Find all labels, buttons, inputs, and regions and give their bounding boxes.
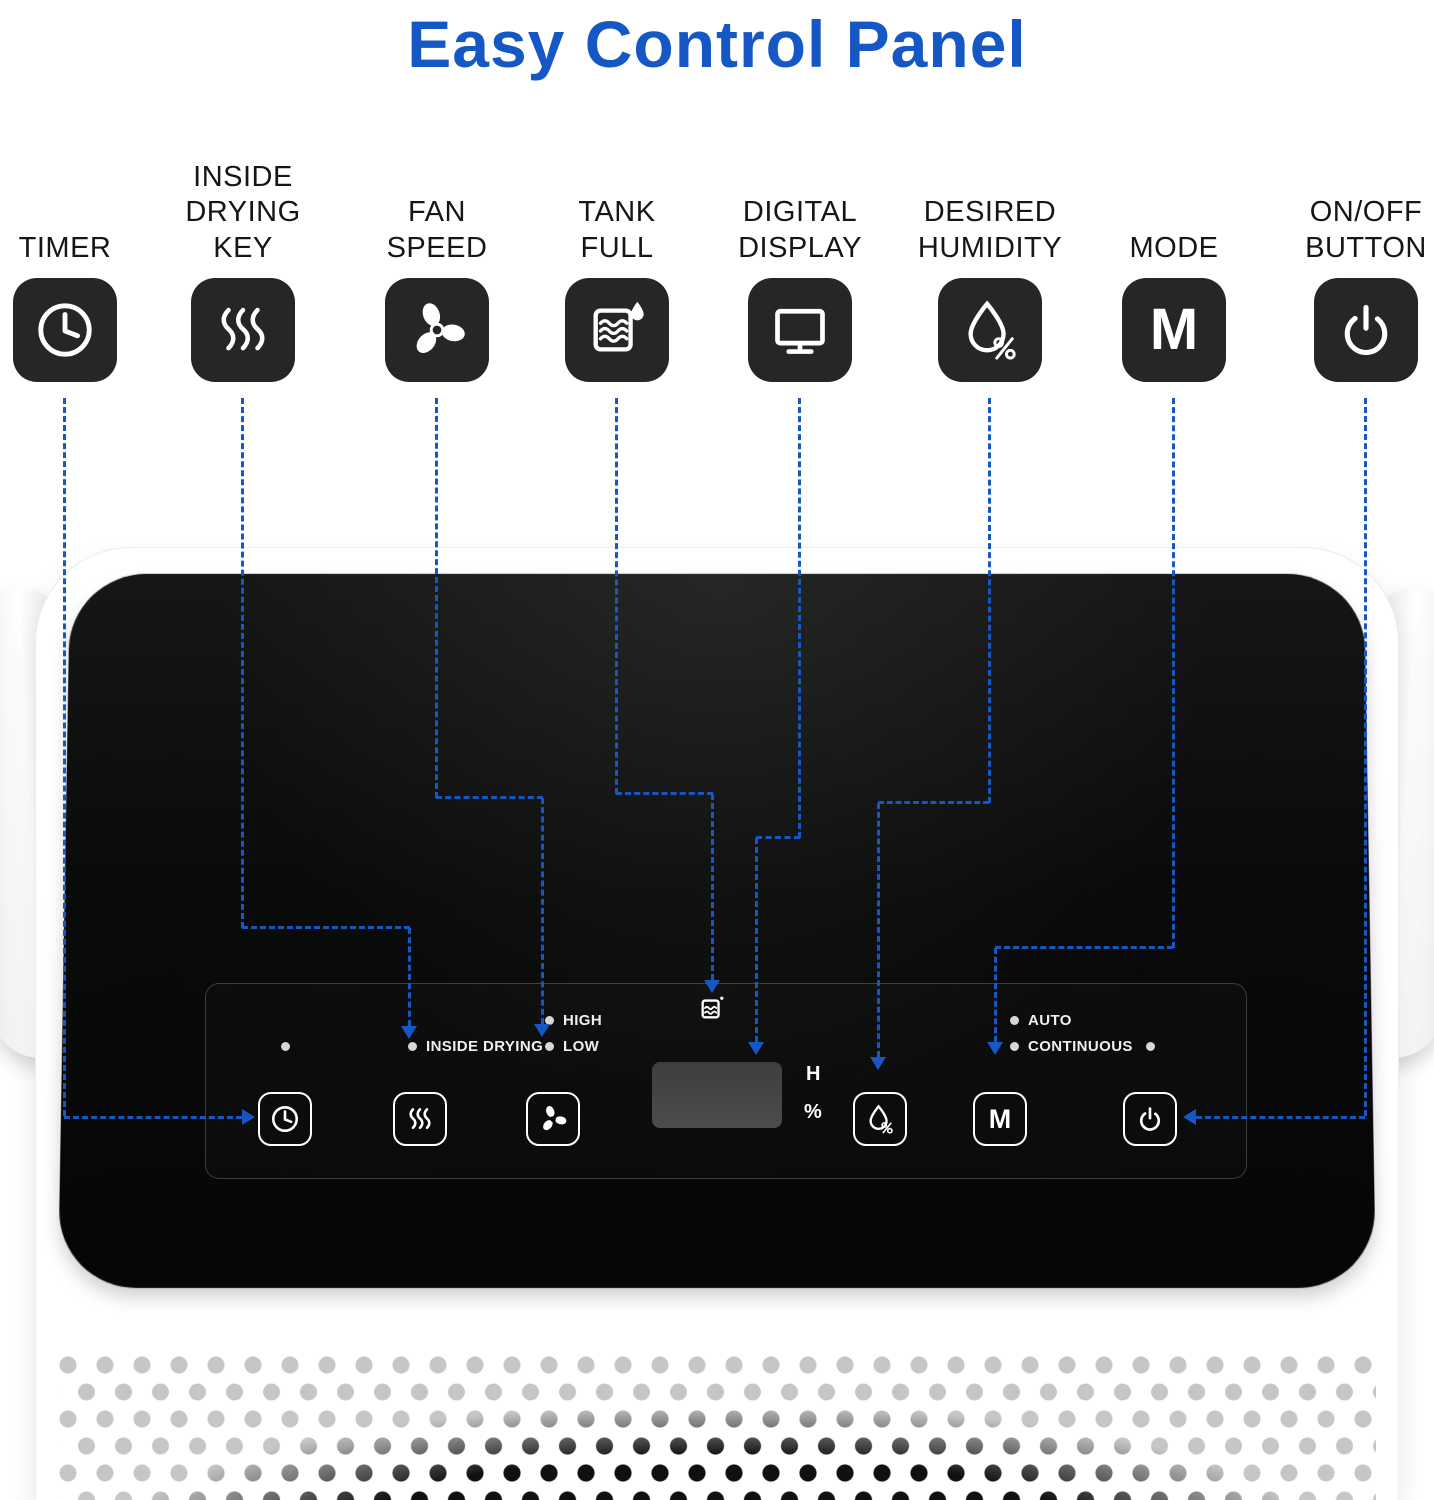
tank-full-tile xyxy=(565,278,669,382)
tank-water-icon xyxy=(593,301,644,352)
humidity-drop-small-icon xyxy=(869,1104,893,1134)
mode-m-small-icon: M xyxy=(988,1103,1012,1134)
feature-label-on-off: ON/OFF BUTTON xyxy=(1305,196,1427,264)
control-panel xyxy=(205,983,1247,1179)
humidity-drop-icon xyxy=(968,300,1016,360)
fan-small-icon xyxy=(543,1106,567,1131)
feature-label-fan-speed: FAN SPEED xyxy=(386,196,488,264)
power-icon xyxy=(1344,304,1388,356)
on-off-tile xyxy=(1314,278,1418,382)
display-percent-unit: % xyxy=(804,1101,822,1123)
tank-full-indicator xyxy=(697,994,727,1027)
feature-label-digital-display: DIGITAL DISPLAY xyxy=(738,196,862,264)
mode-button: M xyxy=(973,1092,1027,1146)
fan-low-led xyxy=(545,1042,554,1051)
clock-icon xyxy=(38,303,92,357)
fan-speed-tile xyxy=(385,278,489,382)
feature-label-timer: TIMER xyxy=(18,231,112,264)
grille-holes xyxy=(58,1352,1376,1500)
power-led xyxy=(1146,1042,1155,1051)
feature-label-mode: MODE xyxy=(1129,231,1219,264)
heat-waves-small-icon xyxy=(409,1108,431,1130)
fan-speed-button xyxy=(526,1092,580,1146)
timer-button xyxy=(258,1092,312,1146)
feature-mode: MODE M xyxy=(1079,136,1269,382)
feature-label-inside-drying: INSIDE DRYING KEY xyxy=(185,160,301,264)
feature-label-desired-humidity: DESIRED HUMIDITY xyxy=(917,196,1063,264)
auto-led xyxy=(1010,1016,1019,1025)
desired-humidity-button xyxy=(853,1092,907,1146)
fan-icon xyxy=(416,303,465,353)
digital-display-screen xyxy=(652,1062,782,1128)
mode-tile: M xyxy=(1122,278,1226,382)
inside-drying-button xyxy=(393,1092,447,1146)
inside-drying-label: INSIDE DRYING xyxy=(426,1038,544,1055)
power-button xyxy=(1123,1092,1177,1146)
digital-display-tile xyxy=(748,278,852,382)
display-hours-unit: H xyxy=(806,1063,821,1085)
air-grille xyxy=(58,1352,1376,1500)
fan-high-label: HIGH xyxy=(563,1012,603,1029)
timer-tile xyxy=(13,278,117,382)
feature-on-off: ON/OFF BUTTON xyxy=(1271,136,1434,382)
fan-low-label: LOW xyxy=(563,1038,600,1055)
clock-small-icon xyxy=(271,1105,299,1133)
letter-m-icon: M xyxy=(1149,297,1199,362)
continuous-label: CONTINUOUS xyxy=(1028,1038,1133,1055)
feature-fan-speed: FAN SPEED xyxy=(342,136,532,382)
feature-timer: TIMER xyxy=(0,136,160,382)
auto-label: AUTO xyxy=(1028,1012,1072,1029)
feature-tank-full: TANK FULL xyxy=(522,136,712,382)
heat-waves-icon xyxy=(221,307,265,351)
continuous-led xyxy=(1010,1042,1019,1051)
inside-drying-tile xyxy=(191,278,295,382)
page-title: Easy Control Panel xyxy=(407,7,1027,81)
desired-humidity-tile xyxy=(938,278,1042,382)
monitor-icon xyxy=(775,308,825,354)
tank-water-mini-icon xyxy=(701,996,724,1019)
power-small-icon xyxy=(1139,1107,1161,1131)
feature-digital-display: DIGITAL DISPLAY xyxy=(705,136,895,382)
inside-drying-led xyxy=(408,1042,417,1051)
top-panel-glass xyxy=(58,573,1376,1288)
feature-label-tank-full: TANK FULL xyxy=(578,196,656,264)
timer-led xyxy=(281,1042,290,1051)
feature-desired-humidity: DESIRED HUMIDITY xyxy=(895,136,1085,382)
fan-high-led xyxy=(545,1016,554,1025)
feature-inside-drying: INSIDE DRYING KEY xyxy=(148,136,338,382)
